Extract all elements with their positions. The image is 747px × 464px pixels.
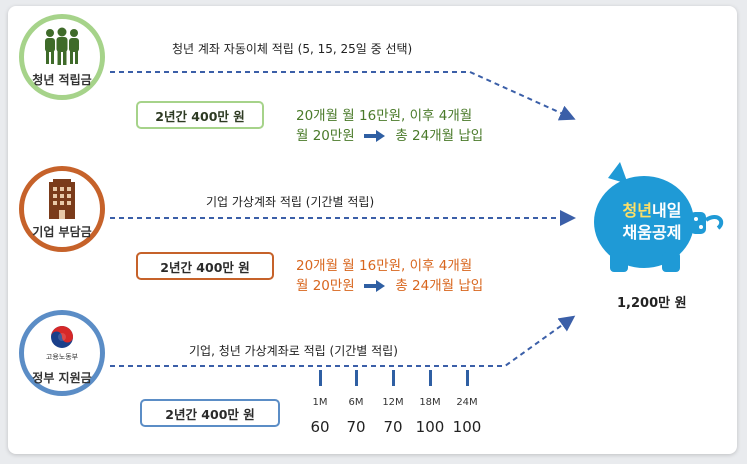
schedule-tick-24m: [466, 370, 469, 386]
schedule-month-label: 1M: [306, 397, 334, 408]
company-desc-line2a: 월 20만원: [296, 278, 355, 294]
youth-savings-label: 청년 적립금: [24, 71, 100, 88]
ministry-label: 고용노동부: [24, 352, 100, 362]
schedule-amount-value: 100: [412, 418, 448, 436]
schedule-amount-value: 70: [338, 418, 374, 436]
youth-desc-line2b: 총 24개월 납입: [395, 128, 483, 144]
schedule-month-label: 18M: [416, 397, 444, 408]
schedule-month-label: 12M: [379, 397, 407, 408]
company-desc-line1: 20개월 월 16만원, 이후 4개월: [296, 256, 483, 276]
company-flow-title: 기업 가상계좌 적립 (기간별 적립): [206, 193, 374, 210]
youth-savings-circle: 청년 적립금: [19, 14, 105, 100]
company-amount-box: 2년간 400만 원: [136, 252, 274, 280]
company-payment-description: 20개월 월 16만원, 이후 4개월 월 20만원 총 24개월 납입: [296, 256, 483, 296]
schedule-amount-value: 60: [302, 418, 338, 436]
right-arrow-icon: [364, 130, 386, 142]
government-flow-title: 기업, 청년 가상계좌로 적립 (기간별 적립): [189, 342, 398, 359]
government-subsidy-label: 정부 지원금: [24, 369, 100, 386]
schedule-tick-1m: [319, 370, 322, 386]
youth-desc-line2a: 월 20만원: [296, 128, 355, 144]
government-subsidy-circle: 고용노동부 정부 지원금: [19, 310, 105, 396]
title-rest: 내일: [652, 201, 681, 220]
schedule-tick-6m: [355, 370, 358, 386]
schedule-amount-value: 100: [449, 418, 485, 436]
schedule-tick-12m: [392, 370, 395, 386]
people-icon: [42, 27, 82, 67]
total-amount: 1,200만 원: [617, 292, 687, 311]
title-highlight: 청년: [623, 201, 652, 220]
youth-desc-line1: 20개월 월 16만원, 이후 4개월: [296, 106, 483, 126]
schedule-amount-value: 70: [375, 418, 411, 436]
company-contribution-circle: 기업 부담금: [19, 166, 105, 252]
youth-amount-box: 2년간 400만 원: [136, 101, 264, 129]
right-arrow-icon: [364, 280, 386, 292]
piggy-bank-title: 청년내일 채움공제: [604, 200, 700, 244]
korea-emblem-icon: [50, 325, 74, 349]
schedule-month-label: 6M: [342, 397, 370, 408]
company-desc-line2b: 총 24개월 납입: [395, 278, 483, 294]
title-line2: 채움공제: [604, 222, 700, 244]
schedule-month-label: 24M: [453, 397, 481, 408]
schedule-tick-18m: [429, 370, 432, 386]
youth-payment-description: 20개월 월 16만원, 이후 4개월 월 20만원 총 24개월 납입: [296, 106, 483, 146]
government-amount-box: 2년간 400만 원: [140, 399, 280, 427]
company-contribution-label: 기업 부담금: [24, 223, 100, 240]
youth-flow-title: 청년 계좌 자동이체 적립 (5, 15, 25일 중 선택): [172, 40, 412, 57]
building-icon: [47, 179, 77, 219]
